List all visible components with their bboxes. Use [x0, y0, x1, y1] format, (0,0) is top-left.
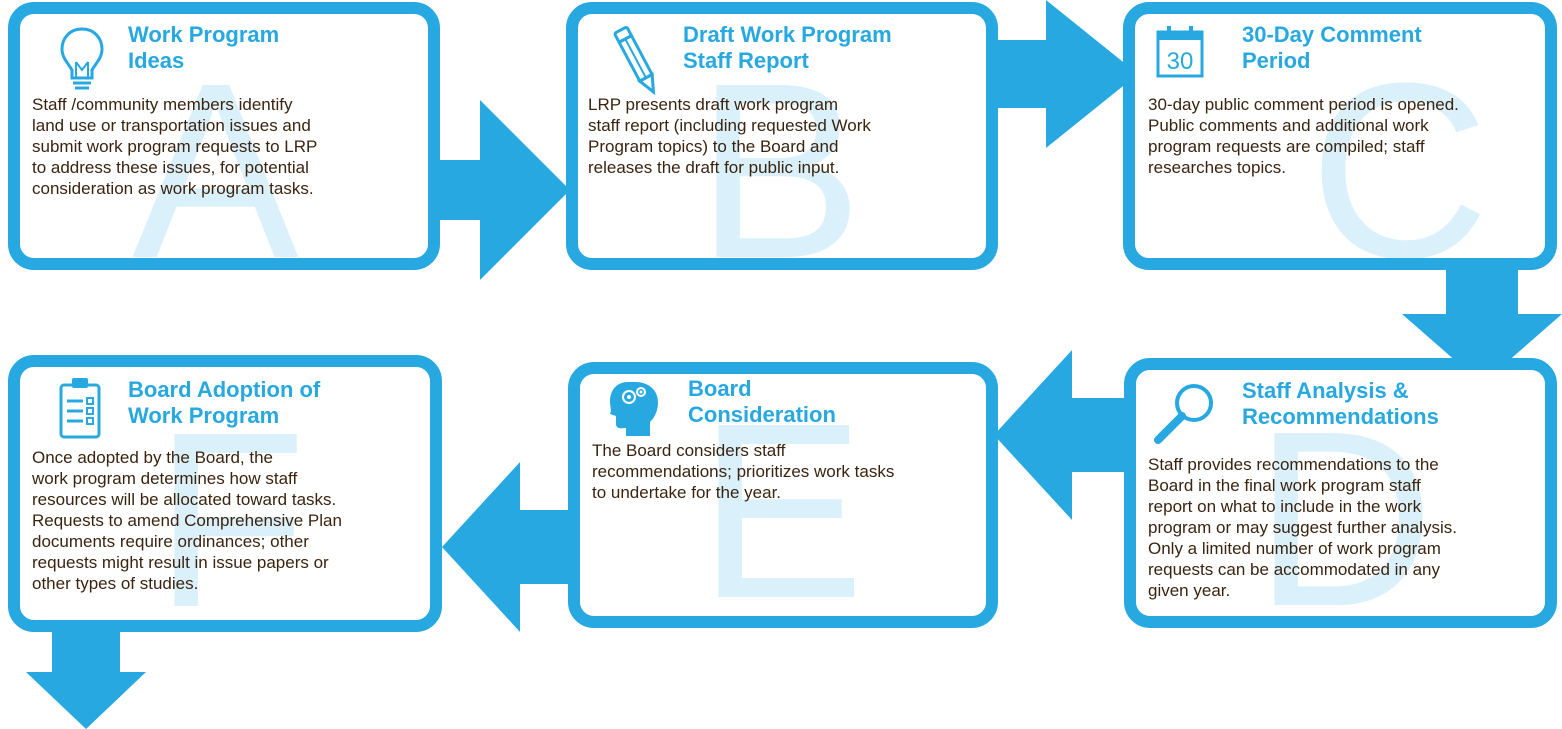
step-body-b: LRP presents draft work program staff re…: [588, 94, 986, 178]
step-body-d-line: program or may suggest further analysis.: [1148, 518, 1457, 537]
step-title-c-line-1: 30-Day Comment: [1242, 22, 1422, 47]
step-title-e-line-1: Board: [688, 376, 752, 401]
step-letter-b: B: [696, 31, 863, 270]
arrow-e-to-f: [442, 462, 584, 632]
step-body-c-line: Public comments and additional work: [1148, 116, 1429, 135]
step-body-f-line: Requests to amend Comprehensive Plan: [32, 511, 342, 530]
step-body-a: Staff /community members identify land u…: [32, 94, 428, 199]
step-body-a-line: consideration as work program tasks.: [32, 179, 314, 198]
step-body-a-line: land use or transportation issues and: [32, 116, 311, 135]
arrow-d-to-e: [994, 350, 1136, 520]
arrow-b-to-c: [996, 0, 1138, 148]
step-title-f-line-2: Work Program: [128, 403, 280, 428]
step-card-c: C 30 30-Day Comment Period 30-day public…: [1123, 2, 1557, 270]
step-title-a-line-1: Work Program: [128, 22, 280, 47]
step-body-f-line: requests might result in issue papers or: [32, 553, 329, 572]
head-gears-icon: [610, 382, 658, 436]
step-title-d: Staff Analysis & Recommendations: [1242, 378, 1545, 430]
step-body-d-line: given year.: [1148, 581, 1231, 600]
step-title-b-line-1: Draft Work Program: [683, 22, 892, 47]
step-title-b: Draft Work Program Staff Report: [683, 22, 986, 74]
step-title-b-line-2: Staff Report: [683, 48, 809, 73]
arrow-f-down: [26, 628, 146, 729]
step-body-e: The Board considers staff recommendation…: [592, 440, 986, 503]
step-title-a-line-2: Ideas: [128, 48, 185, 73]
step-body-f-line: work program determines how staff: [32, 469, 298, 488]
step-body-e-line: recommendations; prioritizes work tasks: [592, 462, 895, 481]
step-body-b-line: staff report (including requested Work: [588, 116, 871, 135]
step-card-f: F Board Adoption of Work Program Once ad…: [8, 355, 442, 632]
pencil-icon: [613, 26, 656, 96]
step-card-e: E Board Consideration The Board consider…: [568, 362, 998, 628]
step-body-f-line: resources will be allocated toward tasks…: [32, 490, 337, 509]
step-body-d-line: requests can be accommodated in any: [1148, 560, 1441, 579]
step-body-b-line: Program topics) to the Board and: [588, 137, 839, 156]
step-title-f: Board Adoption of Work Program: [128, 377, 430, 429]
step-letter-c: C: [1309, 31, 1490, 270]
step-card-d: D Staff Analysis & Recommendations Staff…: [1124, 358, 1557, 628]
step-body-e-line: to undertake for the year.: [592, 483, 782, 502]
step-body-a-line: Staff /community members identify: [32, 95, 293, 114]
calendar-icon-label: 30: [1167, 48, 1194, 75]
step-body-d-line: Only a limited number of work program: [1148, 539, 1441, 558]
arrow-a-to-b: [440, 100, 570, 280]
step-body-d: Staff provides recommendations to the Bo…: [1148, 454, 1545, 601]
step-body-d-line: report on what to include in the work: [1148, 497, 1422, 516]
step-body-f-line: other types of studies.: [32, 574, 199, 593]
magnifier-icon: [1154, 384, 1213, 444]
step-body-d-line: Staff provides recommendations to the: [1148, 455, 1439, 474]
step-body-f: Once adopted by the Board, the work prog…: [32, 447, 430, 594]
step-body-f-line: documents require ordinances; other: [32, 532, 309, 551]
calendar-icon: 30: [1156, 26, 1204, 78]
step-body-e-line: The Board considers staff: [592, 441, 786, 460]
step-body-c: 30-day public comment period is opened. …: [1148, 94, 1545, 178]
step-card-b: B Draft Work Program Staff Report LRP pr…: [566, 2, 998, 270]
step-body-a-line: submit work program requests to LRP: [32, 137, 318, 156]
step-letter-e: E: [698, 371, 865, 628]
step-body-c-line: program requests are compiled; staff: [1148, 137, 1425, 156]
step-title-e-line-2: Consideration: [688, 402, 836, 427]
lightbulb-icon: [60, 27, 104, 90]
step-letter-a: A: [132, 31, 299, 270]
clipboard-icon: [59, 378, 101, 439]
step-title-d-line-1: Staff Analysis &: [1242, 378, 1409, 403]
step-title-a: Work Program Ideas: [128, 22, 428, 74]
step-body-c-line: 30-day public comment period is opened.: [1148, 95, 1459, 114]
step-letter-d: D: [1254, 379, 1435, 628]
step-title-c: 30-Day Comment Period: [1242, 22, 1542, 74]
arrow-c-to-d: [1402, 262, 1562, 384]
step-title-d-line-2: Recommendations: [1242, 404, 1439, 429]
step-body-a-line: to address these issues, for potential: [32, 158, 309, 177]
step-title-e: Board Consideration: [688, 376, 986, 428]
step-letter-f: F: [154, 380, 307, 632]
step-body-c-line: researches topics.: [1148, 158, 1286, 177]
step-body-f-line: Once adopted by the Board, the: [32, 448, 274, 467]
step-body-b-line: releases the draft for public input.: [588, 158, 840, 177]
step-body-d-line: Board in the final work program staff: [1148, 476, 1421, 495]
step-body-b-line: LRP presents draft work program: [588, 95, 839, 114]
step-title-c-line-2: Period: [1242, 48, 1311, 73]
step-title-f-line-1: Board Adoption of: [128, 377, 321, 402]
step-card-a: A Work Program Ideas Staff /community me…: [8, 2, 440, 270]
